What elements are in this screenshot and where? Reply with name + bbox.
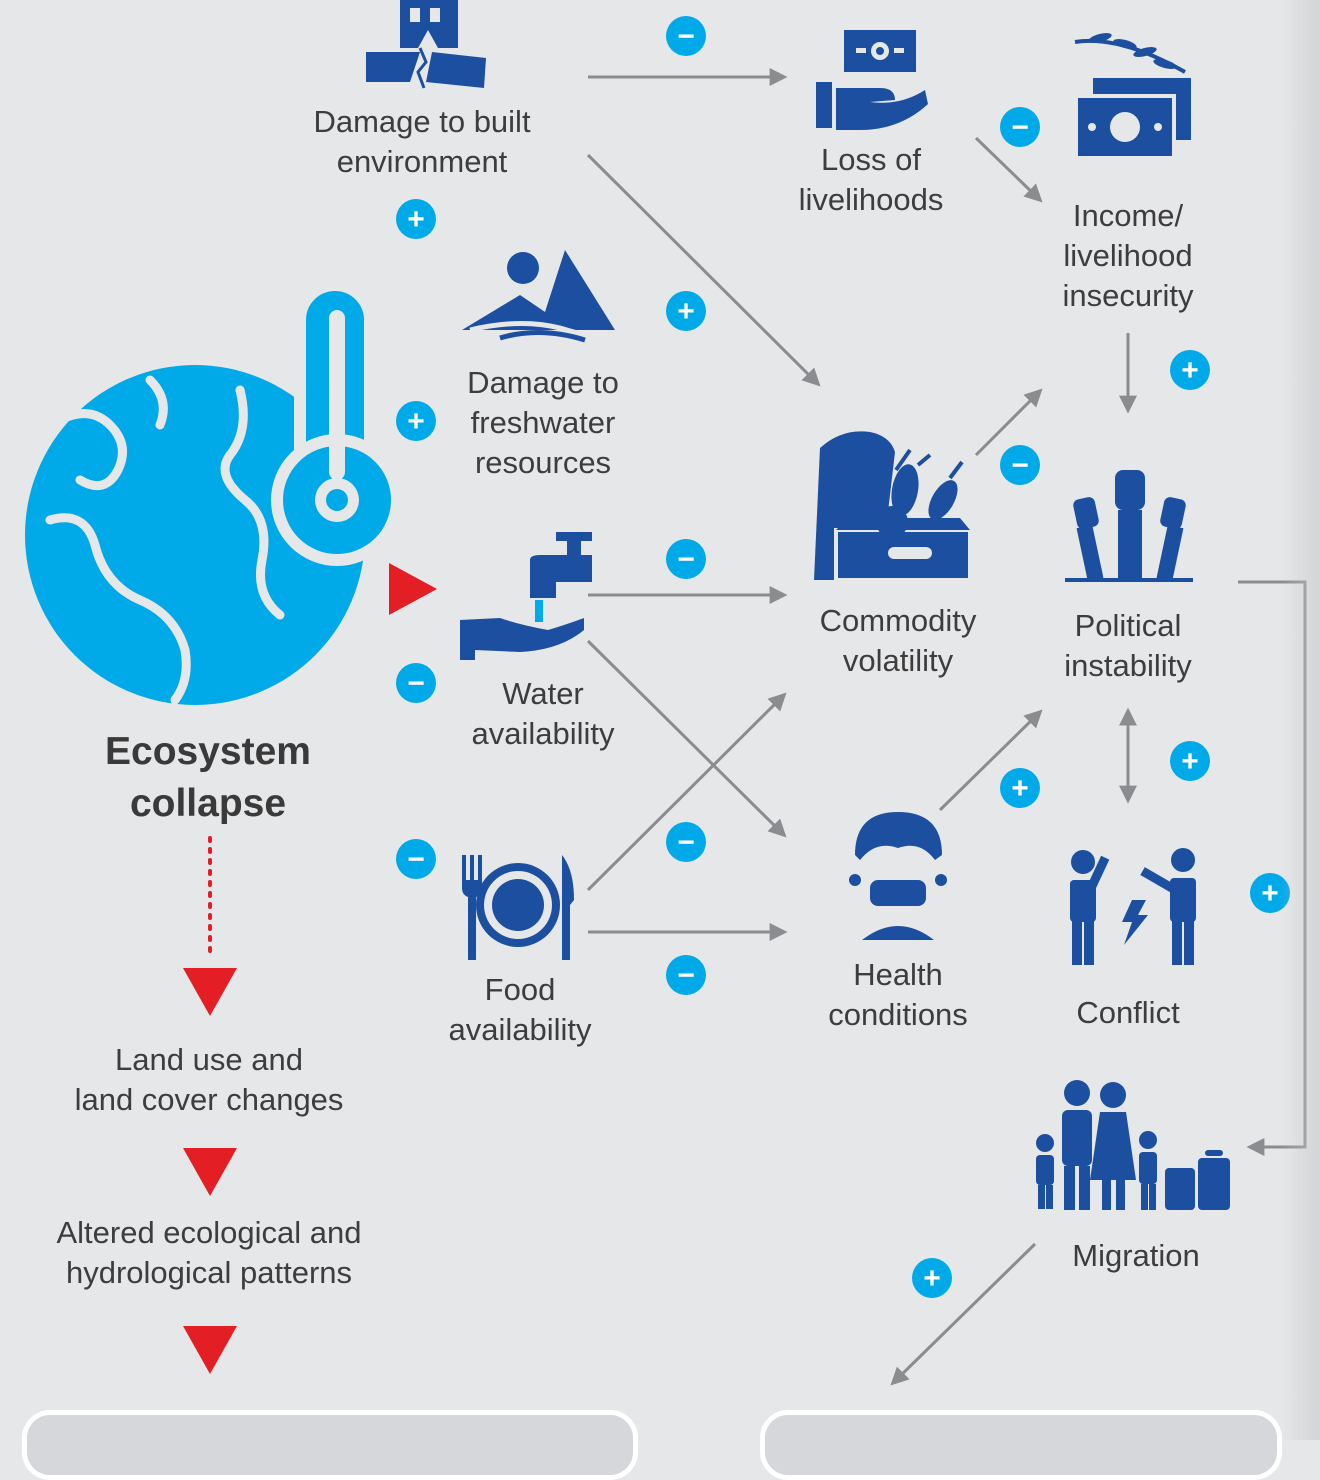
svg-text:+: + (1181, 745, 1199, 778)
red-down-triangle-1 (183, 968, 237, 1016)
building-damage-icon (366, 0, 486, 89)
arrow-water-to-health (586, 639, 787, 838)
svg-text:−: − (677, 826, 695, 859)
label-health-conditions: Health conditions (828, 957, 968, 1032)
plus-badge: + (1170, 741, 1210, 781)
label-damage-freshwater: Damage to freshwater resources (467, 365, 619, 480)
arrow-commodity-to-income (974, 388, 1043, 457)
plate-cutlery-icon (462, 855, 574, 960)
arrow-health-to-political (938, 709, 1043, 812)
grocery-box-icon (814, 431, 972, 582)
label-commodity-volatility: Commodity volatility (819, 603, 977, 678)
diagram-graphics (25, 0, 1307, 1386)
fighting-people-icon (1070, 848, 1196, 965)
svg-text:−: − (677, 959, 695, 992)
minus-badge: − (1000, 445, 1040, 485)
arrow-livelihoods-to-income (974, 136, 1043, 203)
red-down-triangle-3 (183, 1326, 237, 1374)
svg-text:+: + (923, 1262, 941, 1295)
svg-text:+: + (1011, 772, 1029, 805)
bottom-card-right (760, 1410, 1282, 1480)
plus-badge: + (396, 199, 436, 239)
label-income-insecurity: Income/ livelihood insecurity (1062, 198, 1194, 313)
label-damage-built: Damage to built environment (313, 104, 531, 179)
label-political-instability: Political instability (1064, 608, 1192, 683)
label-altered-patterns: Altered ecological and hydrological patt… (56, 1215, 362, 1290)
svg-text:−: − (677, 20, 695, 53)
minus-badge: − (666, 822, 706, 862)
svg-text:−: − (677, 543, 695, 576)
minus-badge: − (666, 16, 706, 56)
svg-text:−: − (407, 843, 425, 876)
river-mountain-icon (462, 250, 615, 343)
svg-text:−: − (407, 667, 425, 700)
label-food-availability: Food availability (448, 972, 592, 1047)
family-luggage-icon (1036, 1080, 1230, 1210)
plus-badge: + (396, 401, 436, 441)
label-conflict: Conflict (1076, 995, 1180, 1030)
plus-badge: + (1170, 350, 1210, 390)
minus-badge: − (666, 539, 706, 579)
raised-fists-icon (1065, 470, 1193, 582)
red-pointer-triangle (389, 563, 437, 615)
red-down-triangle-2 (183, 1148, 237, 1196)
arrow-food-to-commodity (586, 692, 787, 892)
red-cascade (183, 563, 437, 1374)
grain-money-icon (1074, 33, 1191, 160)
minus-badge: − (666, 955, 706, 995)
page-edge-shadow (1280, 0, 1320, 1440)
svg-text:+: + (407, 405, 425, 438)
label-migration: Migration (1072, 1238, 1200, 1273)
plus-badge: + (666, 291, 706, 331)
svg-text:+: + (1261, 877, 1279, 910)
money-hand-icon (816, 30, 928, 130)
arrow-built-to-commodity (586, 153, 821, 387)
globe-thermometer-icon (25, 279, 403, 705)
sign-badges: − − + + + + − − − + + − − + − + (396, 16, 1290, 1298)
impact-diagram: − − + + + + − − − + + − − + − + Damage t… (22, 0, 1320, 1480)
plus-badge: + (912, 1258, 952, 1298)
masked-person-icon (849, 812, 947, 940)
label-water-availability: Water availability (471, 676, 615, 751)
plus-badge: + (1000, 768, 1040, 808)
arrow-migration-down (890, 1242, 1037, 1386)
minus-badge: − (1000, 107, 1040, 147)
minus-badge: − (396, 663, 436, 703)
faucet-hand-icon (460, 532, 592, 660)
ecosystem-collapse-title: Ecosystem collapse (105, 730, 311, 825)
label-land-use-changes: Land use and land cover changes (74, 1042, 344, 1117)
minus-badge: − (396, 839, 436, 879)
svg-text:−: − (1011, 449, 1029, 482)
svg-text:+: + (1181, 354, 1199, 387)
svg-text:+: + (407, 203, 425, 236)
bottom-card-left (22, 1410, 638, 1480)
svg-text:−: − (1011, 111, 1029, 144)
svg-text:+: + (677, 295, 695, 328)
label-loss-livelihoods: Loss of livelihoods (798, 142, 944, 217)
